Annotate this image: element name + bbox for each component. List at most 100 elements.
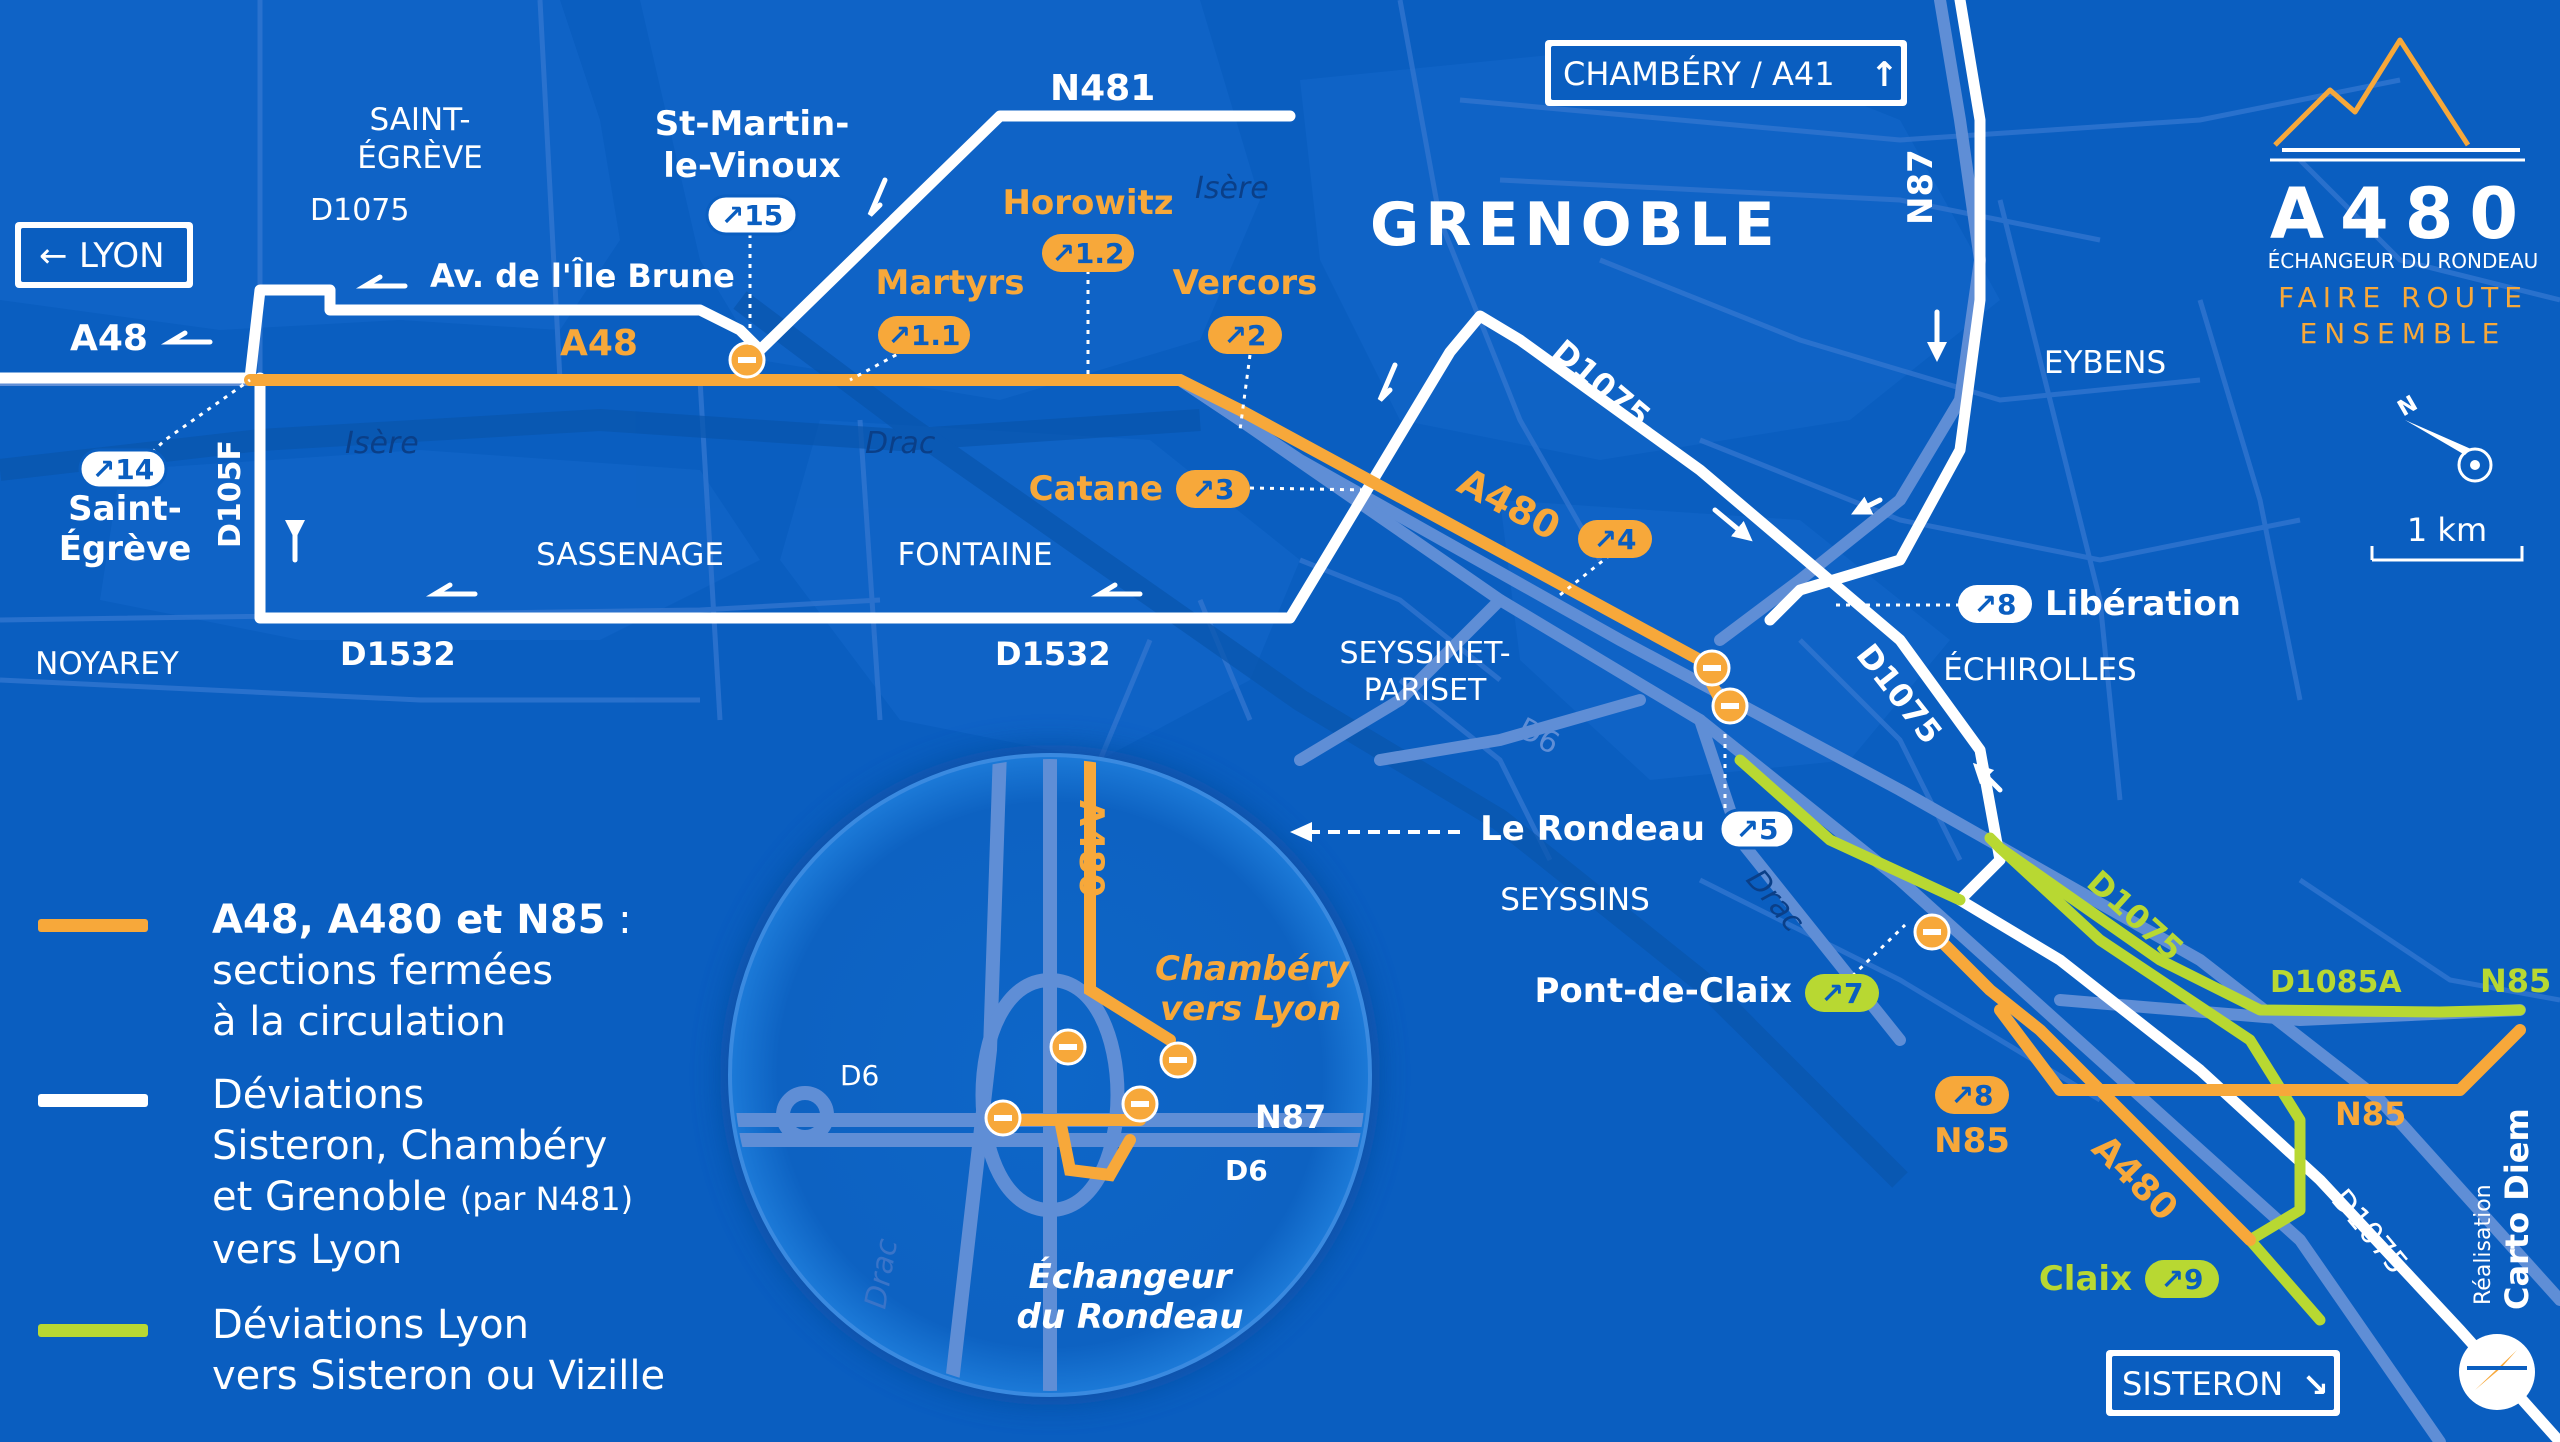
scale-label: 1 km [2407,511,2487,549]
inset-direction-2: vers Lyon [1160,989,1341,1029]
sign-lyon-label: LYON [79,236,165,276]
legend-item-closed: A48, A480 et N85 : sections fermées à la… [38,895,632,1048]
exit-name-martyrs: Martyrs [876,263,1025,303]
svg-text:↗2: ↗2 [1224,319,1267,352]
inset-road-d6-left: D6 [840,1059,879,1092]
exit-badge-5: ↗5 [1718,808,1796,850]
brand-slogan-1: FAIRE ROUTE [2278,281,2528,314]
legend-white-line-1: Déviations [212,1072,425,1118]
closure-marker [1693,649,1731,687]
road-d1085a: D1085A [2270,965,2402,1000]
city-grenoble: GRENOBLE [1370,190,1781,260]
scale-bar: 1 km [2370,511,2524,562]
closure-marker [1121,1085,1159,1123]
river-labels: Isère Isère Drac Drac [345,171,1811,939]
road-av-ile-brune: Av. de l'Île Brune [430,257,735,295]
closure-marker [1159,1041,1197,1079]
exit-badge-2: ↗2 [1208,316,1282,354]
city-seyssins: SEYSSINS [1500,882,1650,918]
rondeau-inset: A480 N87 D6 D6 Drac Chambéry vers Lyon É… [720,745,1380,1405]
inset-title-2: du Rondeau [1017,1297,1244,1337]
road-a48-left: A48 [70,318,148,359]
rivers [0,291,1908,1188]
exit-badge-8-n85: ↗8 [1935,1076,2009,1114]
direction-arrows [160,177,2003,793]
brand-subtitle: ÉCHANGEUR DU RONDEAU [2268,249,2539,273]
brand-title: A480 [2270,173,2534,255]
legend-item-green-detour: Déviations Lyon vers Sisteron ou Vizille [38,1300,665,1402]
exit-name-n85: N85 [1934,1121,2010,1161]
exit-badge-1-1: ↗1.1 [878,316,970,354]
inset-direction-1: Chambéry [1155,949,1351,989]
svg-text:↗15: ↗15 [721,199,783,232]
sign-sisteron-label: SISTERON [2122,1365,2283,1403]
legend-closed-bold: A48, A480 et N85 [212,897,606,943]
exit-badge-1-2: ↗1.2 [1042,234,1134,272]
closure-marker [1049,1028,1087,1066]
arrow-left-icon: ← [39,236,68,276]
exit-names: Saint- Égrève St-Martin- le-Vinoux Marty… [59,104,2241,1299]
exit-name-catane: Catane [1029,469,1163,509]
exit-name-pont-de-claix: Pont-de-Claix [1535,971,1793,1011]
exit-badge-4: ↗4 [1578,520,1652,558]
sign-lyon: ← LYON [15,222,193,288]
river-isere-1: Isère [1195,171,1269,206]
svg-text:↗5: ↗5 [1736,813,1779,846]
city-sassenage: SASSENAGE [536,537,724,573]
city-labels: GRENOBLE SAINT- ÉGRÈVE SASSENAGE FONTAIN… [35,102,2166,918]
credit-line-1: Réalisation [2471,1184,2496,1305]
exit-badge-9: ↗9 [2145,1260,2219,1298]
city-seyssinet-1: SEYSSINET- [1339,636,1510,671]
inset-road-n87: N87 [1255,1098,1326,1136]
brand-slogan-2: ENSEMBLE [2300,317,2507,350]
exit-badge-7: ↗7 [1805,974,1879,1012]
road-d105f: D105F [213,440,248,548]
credit-line-2: Carto Diem [2498,1108,2536,1310]
road-n85-right: N85 [2480,962,2551,1000]
road-d1532-right: D1532 [995,635,1111,673]
exit-name-st-martin-2: le-Vinoux [663,146,840,186]
river-drac-1: Drac [865,426,936,461]
exit-name-vercors: Vercors [1173,263,1318,303]
legend-swatch-orange [38,919,148,932]
arrow-down-right-icon: ↘ [2302,1366,2329,1404]
road-n85-mid: N85 [2335,1095,2406,1133]
inset-pointer [1290,822,1460,842]
exit-name-st-martin-1: St-Martin- [655,104,850,144]
svg-text:↗9: ↗9 [2161,1263,2204,1296]
exit-badge-3: ↗3 [1176,470,1250,508]
closure-marker [984,1099,1022,1137]
inset-road-a480: A480 [1071,800,1111,897]
legend-closed-colon: : [605,897,632,943]
legend-closed-line-2: à la circulation [212,999,506,1045]
closure-marker [1913,913,1951,951]
legend-green-line-2: vers Sisteron ou Vizille [212,1353,666,1399]
city-saint-egreve-2: ÉGRÈVE [357,140,483,176]
legend-white-line-4: vers Lyon [212,1227,403,1273]
exit-name-saint-egreve-2: Égrève [59,528,192,569]
exit-name-liberation: Libération [2045,584,2241,624]
city-noyarey: NOYAREY [35,646,179,682]
svg-text:↗8: ↗8 [1974,588,2017,621]
svg-text:↗3: ↗3 [1192,473,1235,506]
svg-text:↗1.1: ↗1.1 [887,319,960,352]
legend-white-note: (par N481) [459,1180,634,1218]
city-eybens: EYBENS [2044,345,2166,381]
svg-text:↗1.2: ↗1.2 [1051,237,1124,270]
closure-marker [1711,687,1749,725]
legend-swatch-green [38,1324,148,1337]
road-a48-main: A48 [560,323,638,364]
river-isere-2: Isère [345,426,419,461]
sign-chambery: CHAMBÉRY / A41 ↑ [1545,40,1907,106]
road-d1075-top: D1075 [310,193,409,228]
city-echirolles: ÉCHIROLLES [1943,652,2136,688]
inset-road-d6-right: D6 [1225,1154,1268,1187]
carto-diem-logo-icon [2459,1334,2535,1410]
exit-badge-8-lib: ↗8 [1958,585,2032,623]
exit-name-saint-egreve-1: Saint- [68,489,182,529]
svg-text:↗8: ↗8 [1951,1079,1994,1112]
exit-name-claix: Claix [2039,1259,2132,1299]
credit: Réalisation Carto Diem [2459,1108,2536,1410]
city-fontaine: FONTAINE [897,537,1052,573]
exit-badge-14: ↗14 [78,448,168,490]
